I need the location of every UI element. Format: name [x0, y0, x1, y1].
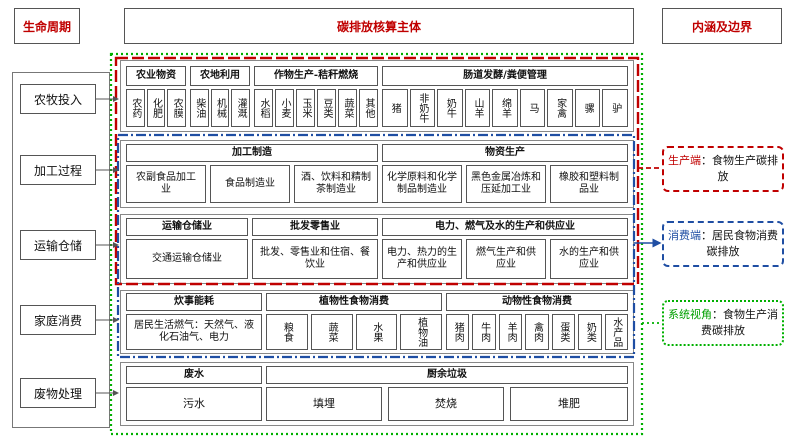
materials-title: 物资生产 [382, 144, 628, 162]
system-boundary [109, 52, 644, 436]
stage-transport-storage: 运输仓储 [20, 230, 96, 260]
agri-group-land-use: 农地利用 [190, 66, 250, 86]
kitchen-waste-title: 厨余垃圾 [266, 366, 628, 384]
storage-title: 运输仓储业 [126, 218, 248, 236]
agri-item: 奶牛 [437, 89, 463, 127]
animal-food-item: 蛋类 [551, 314, 576, 350]
legend-production-key: 生产端 [668, 154, 701, 167]
manufacturing-item: 农副食品加工业 [126, 165, 206, 203]
stage-processing: 加工过程 [20, 155, 96, 185]
utilities-item: 电力、热力的生产和供应业 [382, 239, 462, 279]
wastewater-title: 废水 [126, 366, 262, 384]
stage-household-consumption: 家庭消费 [20, 305, 96, 335]
kitchen-waste-item: 堆肥 [510, 387, 628, 421]
legend-system: 系统视角：食物生产消费碳排放 [662, 300, 784, 346]
consumption-boundary [116, 133, 636, 359]
animal-food-item: 猪肉 [446, 314, 470, 350]
legend-system-text: ：食物生产消费碳排放 [701, 308, 778, 337]
agri-item: 驴 [602, 89, 628, 127]
cooking-energy-title: 炊事能耗 [126, 293, 262, 311]
lifecycle-header: 生命周期 [14, 8, 80, 44]
retail-item: 批发、零售业和住宿、餐饮业 [252, 239, 378, 279]
manufacturing-title: 加工制造 [126, 144, 378, 162]
materials-item: 化学原料和化学制品制造业 [382, 165, 462, 203]
legend-consumption: 消费端：居民食物消费碳排放 [662, 221, 784, 267]
agri-item: 其他 [359, 89, 378, 127]
agri-item: 骡 [574, 89, 601, 127]
subject-header: 碳排放核算主体 [124, 8, 634, 44]
agri-item: 玉米 [296, 89, 315, 127]
animal-food-item: 禽肉 [525, 314, 549, 350]
production-boundary [114, 56, 640, 286]
agri-item: 豆类 [317, 89, 336, 127]
plant-food-item: 蔬菜 [310, 314, 353, 350]
retail-title: 批发零售业 [252, 218, 378, 236]
utilities-title: 电力、燃气及水的生产和供应业 [382, 218, 628, 236]
agri-item: 机械 [210, 89, 230, 127]
plant-food-item: 植物油 [400, 314, 442, 350]
animal-food-item: 羊肉 [498, 314, 523, 350]
legend-consumption-key: 消费端 [668, 229, 701, 242]
stage-farm-input: 农牧投入 [20, 84, 96, 114]
animal-food-title: 动物性食物消费 [446, 293, 628, 311]
legend-consumption-text: ：居民食物消费碳排放 [701, 229, 778, 258]
stage-waste-treatment: 废物处理 [20, 378, 96, 408]
legend-system-key: 系统视角 [668, 308, 712, 321]
plant-food-item: 水果 [355, 314, 398, 350]
plant-food-item: 粮食 [266, 314, 308, 350]
agri-item: 猪 [382, 89, 408, 127]
agri-item: 山羊 [464, 89, 491, 127]
manufacturing-item: 食品制造业 [210, 165, 290, 203]
utilities-item: 燃气生产和供应业 [466, 239, 546, 279]
agri-item: 灌溉 [231, 89, 250, 127]
animal-food-item: 牛肉 [472, 314, 496, 350]
agri-item: 马 [519, 89, 546, 127]
kitchen-waste-item: 填埋 [266, 387, 382, 421]
agri-item: 化肥 [146, 89, 166, 127]
agri-item: 水稻 [254, 89, 273, 127]
agri-item: 蔬菜 [338, 89, 357, 127]
boundary-header: 内涵及边界 [662, 8, 782, 44]
agri-item: 柴油 [190, 89, 209, 127]
utilities-item: 水的生产和供应业 [550, 239, 628, 279]
animal-food-item: 奶类 [578, 314, 602, 350]
agri-item: 绵羊 [492, 89, 518, 127]
legend-production-text: ：食物生产碳排放 [701, 154, 778, 183]
agri-group-crop-burning: 作物生产-秸秆燃烧 [254, 66, 378, 86]
kitchen-waste-item: 焚烧 [388, 387, 504, 421]
agri-item: 小麦 [275, 89, 294, 127]
agri-group-livestock: 肠道发酵/粪便管理 [382, 66, 628, 86]
agri-group-materials: 农业物资 [126, 66, 186, 86]
materials-item: 橡胶和塑料制品业 [550, 165, 628, 203]
agri-item: 农膜 [167, 89, 186, 127]
agri-item: 非奶牛 [409, 89, 436, 127]
animal-food-item: 水产品 [604, 314, 628, 350]
plant-food-title: 植物性食物消费 [266, 293, 442, 311]
agri-item: 家禽 [547, 89, 573, 127]
materials-item: 黑色金属冶炼和压延加工业 [466, 165, 546, 203]
legend-production: 生产端：食物生产碳排放 [662, 146, 784, 192]
wastewater-item: 污水 [126, 387, 262, 421]
manufacturing-item: 酒、饮料和精制茶制造业 [294, 165, 378, 203]
storage-item: 交通运输仓储业 [126, 239, 248, 279]
cooking-energy-item: 居民生活燃气：天然气、液化石油气、电力 [126, 314, 262, 350]
agri-item: 农药 [126, 89, 145, 127]
